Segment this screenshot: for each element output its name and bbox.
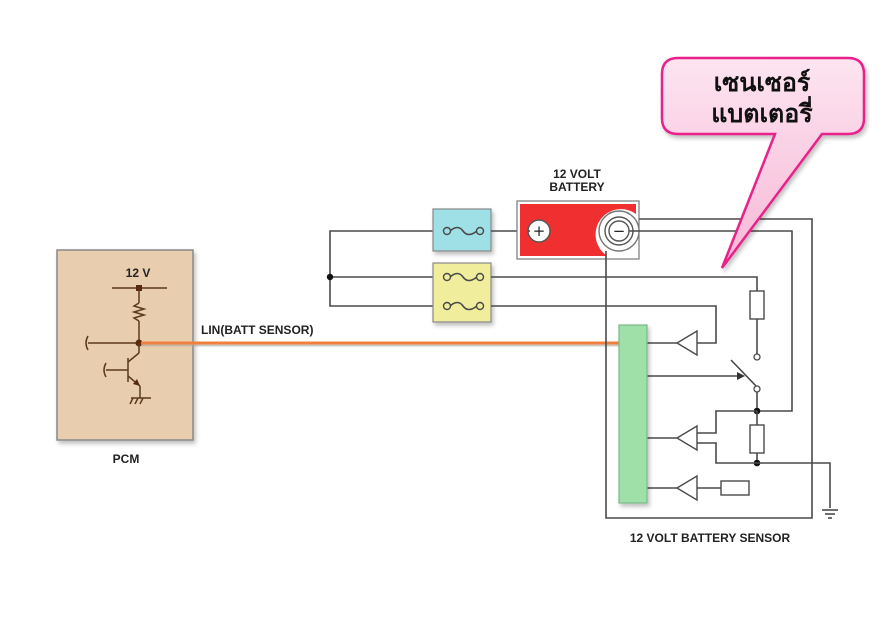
fuse-element <box>449 226 478 236</box>
svg-text:−: − <box>613 222 626 240</box>
pcm-module: 12 V PCM <box>56 249 194 466</box>
battery: 12 VOLT BATTERY + − <box>516 167 640 260</box>
amplifier-current <box>675 424 698 452</box>
supply-node <box>136 285 142 291</box>
amplifiers <box>647 329 698 502</box>
fuse-double <box>432 262 492 323</box>
sensor-label: 12 VOLT BATTERY SENSOR <box>630 531 791 545</box>
lin-label: LIN(BATT SENSOR) <box>201 323 313 337</box>
svg-text:+: + <box>533 222 546 240</box>
callout-line1: เซนเซอร์ <box>714 68 811 97</box>
amplifier-temperature <box>675 474 698 502</box>
temp-sensor-element <box>720 480 750 496</box>
battery-label-line1: 12 VOLT <box>553 167 601 181</box>
callout-line2: แบตเตอรี่ <box>711 96 813 128</box>
callout-bubble <box>660 56 866 269</box>
shunt-resistor-bottom <box>749 424 765 454</box>
battery-label-line2: BATTERY <box>549 180 604 194</box>
pcm-supply-label: 12 V <box>126 266 151 280</box>
fuse-single <box>432 208 530 252</box>
callout-shape <box>660 56 866 269</box>
pull-up-resistor <box>131 302 147 322</box>
fuse-wiring <box>326 230 433 307</box>
shunt-resistor-top <box>749 290 765 320</box>
amplifier-voltage <box>675 329 698 357</box>
junction-dot <box>326 273 334 281</box>
switch-arm <box>730 359 758 388</box>
input-terminal <box>85 335 89 351</box>
sensor-wiring <box>491 218 838 519</box>
sensor-ic <box>618 324 648 504</box>
lin-bus: LIN(BATT SENSOR) <box>141 323 622 347</box>
battery-body <box>520 204 636 256</box>
pcm-label: PCM <box>113 452 140 466</box>
